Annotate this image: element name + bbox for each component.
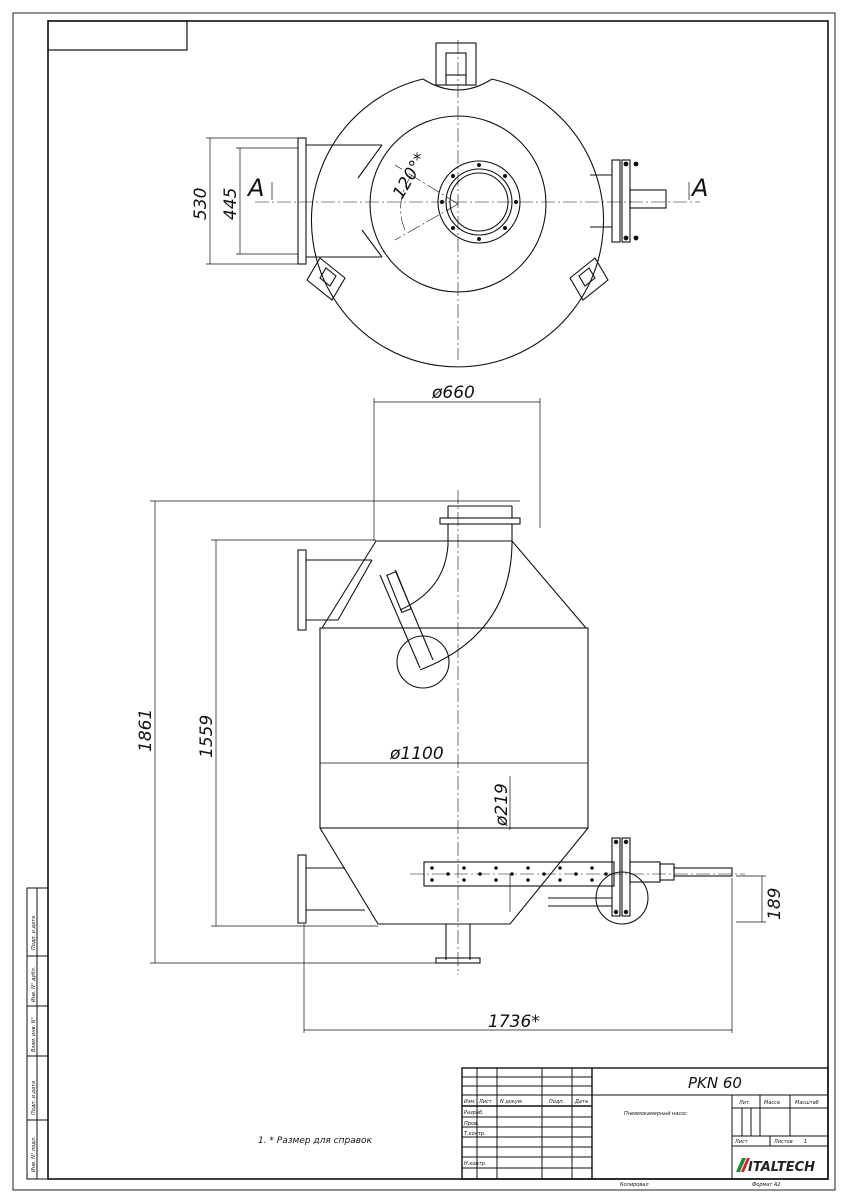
front-view — [297, 505, 733, 964]
hdr-list: Лист — [478, 1099, 493, 1105]
hdr-podp: Подп. — [549, 1099, 564, 1105]
top-view-outer-shell — [311, 78, 604, 368]
side-stamp-3: Взам. инв. N° — [31, 1017, 37, 1052]
drawing-frame — [47, 20, 829, 1180]
section-label-left: A — [246, 174, 264, 202]
dim-445: 445 — [221, 188, 241, 220]
dim-1100: ø1100 — [389, 744, 444, 764]
row-prov: Пров. — [464, 1121, 479, 1127]
listov-label: Листов — [773, 1139, 793, 1145]
top-view-centerlines — [255, 40, 700, 360]
front-view-dimensions — [150, 398, 766, 1033]
row-tkontr: Т.контр. — [464, 1131, 486, 1137]
dim-189: 189 — [765, 888, 785, 920]
dim-530: 530 — [191, 188, 211, 220]
row-nkontr: Н.контр. — [464, 1161, 486, 1167]
hdr-data: Дата — [574, 1099, 588, 1105]
row-razrab: Разраб. — [464, 1110, 484, 1116]
note: 1. * Размер для справок — [258, 1136, 373, 1146]
list-label: Лист — [734, 1139, 749, 1145]
perforations — [430, 839, 629, 915]
logo: ITALTECH — [748, 1160, 815, 1175]
hdr-ndoc: N докум. — [500, 1099, 523, 1105]
massa-label: Масса — [764, 1100, 780, 1106]
title-block — [461, 1067, 829, 1180]
format-label: Формат A2 — [752, 1182, 780, 1188]
side-stamp — [26, 887, 49, 1180]
top-view-dimensions — [206, 137, 690, 265]
dim-1736: 1736* — [488, 1012, 540, 1032]
dim-1861: 1861 — [136, 709, 156, 752]
hdr-izm: Изм. — [464, 1099, 476, 1105]
section-label-right: A — [690, 174, 708, 202]
side-stamp-1: Подп. и дата — [31, 916, 37, 950]
front-view-upper-cone — [321, 540, 587, 629]
masshtab-label: Масштаб — [795, 1100, 819, 1106]
kopiroval-label: Копировал — [620, 1182, 649, 1188]
corner-stamp — [47, 20, 188, 51]
dim-219: ø219 — [492, 783, 512, 827]
dim-angle: 120°* — [389, 150, 431, 203]
side-stamp-2: Инв. N° дубл. — [31, 967, 37, 1002]
designation: PKN 60 — [688, 1074, 742, 1092]
product-name: Пневмокамерный насос — [624, 1111, 687, 1117]
sheet-border — [12, 12, 836, 1191]
front-view-centerlines — [410, 490, 745, 975]
side-stamp-4: Подп. и дата — [31, 1081, 37, 1115]
dim-1559: 1559 — [197, 715, 217, 758]
side-stamp-5: Инв. N° подл. — [31, 1136, 37, 1172]
lit-label: Лит. — [738, 1100, 751, 1106]
dim-660: ø660 — [431, 383, 475, 403]
front-view-cylinder — [319, 627, 589, 829]
top-view — [297, 42, 667, 368]
listov-value: 1 — [804, 1139, 807, 1145]
logo-swoosh — [736, 1158, 750, 1172]
